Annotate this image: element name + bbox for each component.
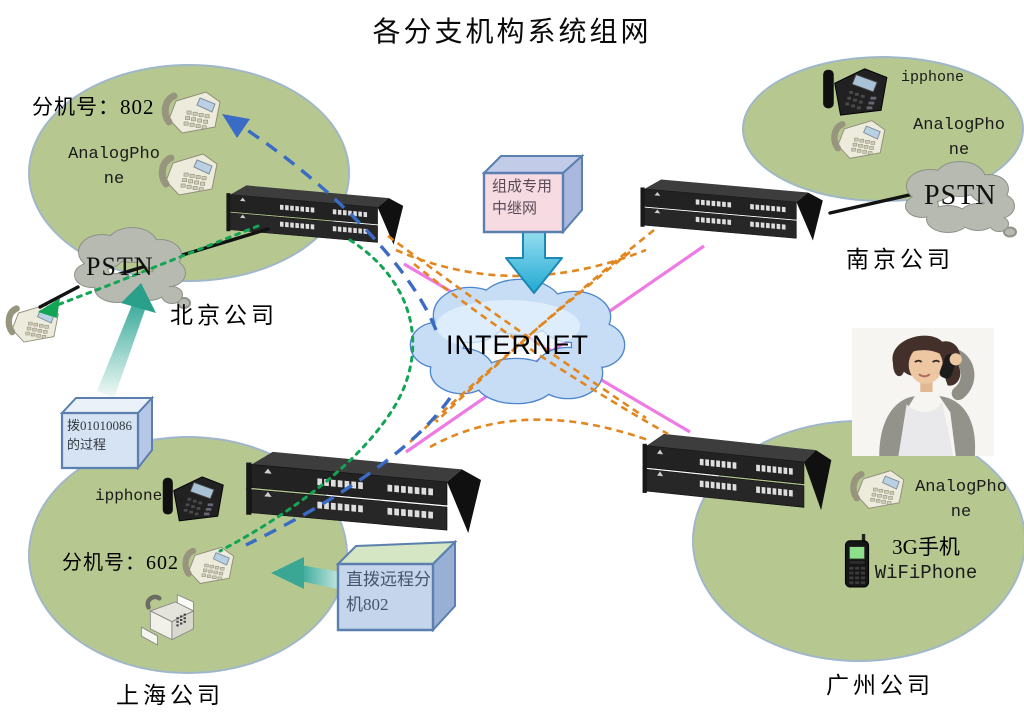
voip-gateway-device-guangzhou <box>640 432 845 512</box>
dial-note-box: 拨01010086 的过程 <box>60 394 154 470</box>
site-name-beijing: 北京公司 <box>170 303 278 328</box>
woman-photo <box>852 328 994 456</box>
beijing-extension-label: 分机号：802 <box>32 95 155 119</box>
site-name-guangzhou: 广州公司 <box>826 673 934 698</box>
shanghai-extension-label: 分机号：602 <box>62 552 179 574</box>
analog-phone-guangzhou <box>846 466 910 512</box>
beijing-analogphone-label: AnalogPho ne <box>68 145 160 189</box>
pstn-label-nanjing: PSTN <box>924 180 997 211</box>
site-name-shanghai: 上海公司 <box>116 683 224 708</box>
voip-gateway-device-beijing <box>224 184 416 246</box>
internet-label: INTERNET <box>446 330 589 360</box>
shanghai-ipphone-label: ipphone <box>95 487 163 505</box>
ip-phone-shanghai <box>160 470 226 524</box>
dial-note-text: 拨01010086 的过程 <box>67 418 133 452</box>
trunk-note-box: 组成专用 中继网 <box>482 150 584 234</box>
direct-note-box: 直拨远程分 机802 <box>336 540 458 632</box>
site-name-nanjing: 南京公司 <box>846 247 954 272</box>
ip-phone-nanjing <box>820 62 890 118</box>
nanjing-ipphone-label: ipphone <box>901 69 965 86</box>
voip-gateway-device-shanghai <box>243 450 498 535</box>
page-title: 各分支机构系统组网 <box>372 17 652 48</box>
up-taper-arrow <box>97 283 156 398</box>
analog-phone-nanjing <box>828 116 890 162</box>
analog-phone-beijing-2 <box>157 148 221 200</box>
analog-phone-shanghai-602 <box>178 543 240 587</box>
guangzhou-analogphone-label: AnalogPho ne <box>915 478 1007 522</box>
mobile-phone-guangzhou <box>840 533 874 589</box>
pstn-label-beijing: PSTN <box>86 252 154 281</box>
analog-phone-beijing-1 <box>160 86 224 138</box>
guangzhou-mobile-label: 3G手机 WiFiPhone <box>874 535 978 585</box>
nanjing-analogphone-label: AnalogPho ne <box>913 116 1005 160</box>
down-block-arrow <box>505 225 563 294</box>
voip-gateway-device-nanjing <box>638 178 836 242</box>
direct-note-text: 直拨远程分 机802 <box>346 570 431 614</box>
fax-machine-shanghai <box>136 588 206 650</box>
trunk-note-text: 组成专用 中继网 <box>492 179 553 217</box>
analog-phone-external <box>4 300 62 346</box>
